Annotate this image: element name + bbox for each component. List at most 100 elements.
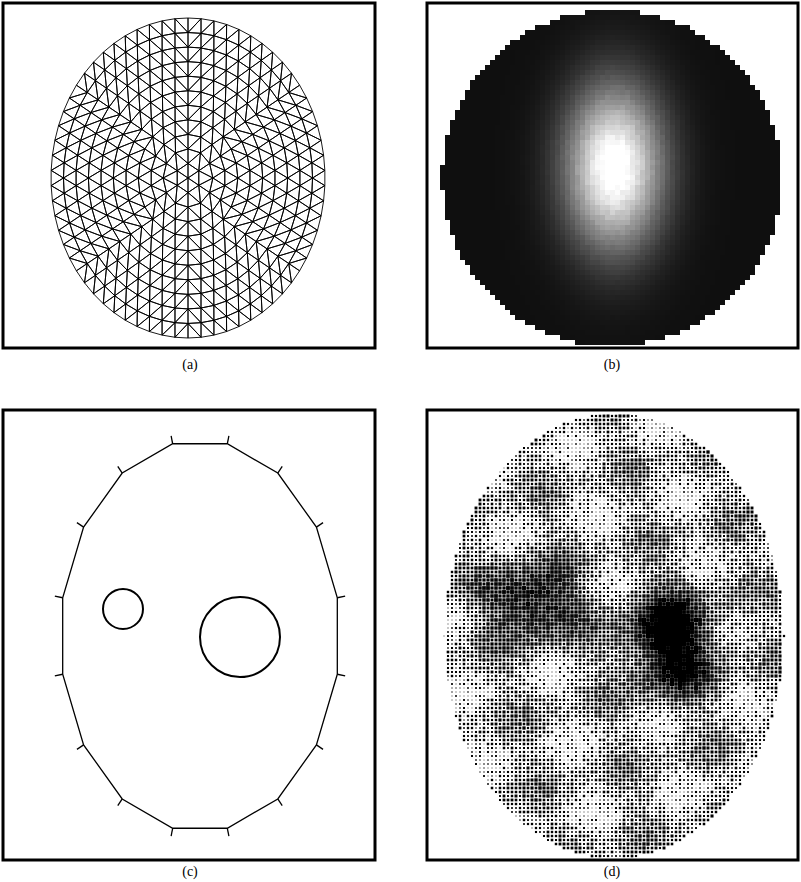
image-pixel (620, 25, 625, 30)
mesh-element (150, 70, 162, 86)
image-pixel (710, 120, 715, 125)
image-pixel (655, 35, 660, 40)
image-pixel (740, 85, 745, 90)
image-pixel (555, 120, 560, 125)
image-pixel (525, 30, 530, 35)
image-pixel (560, 85, 565, 90)
image-pixel (515, 110, 520, 115)
image-pixel (715, 55, 720, 60)
mesh-element (150, 86, 162, 102)
mesh-element (247, 241, 258, 260)
mesh-element (298, 186, 311, 201)
image-pixel (565, 100, 570, 105)
image-pixel (645, 70, 650, 75)
image-pixel (665, 125, 670, 130)
image-pixel (600, 20, 605, 25)
image-pixel (500, 75, 505, 80)
image-pixel (750, 105, 755, 110)
image-pixel (625, 135, 630, 140)
image-pixel (710, 75, 715, 80)
image-pixel (715, 130, 720, 135)
image-pixel (655, 50, 660, 55)
mesh-element (284, 193, 298, 208)
image-pixel (735, 110, 740, 115)
image-pixel (680, 85, 685, 90)
mesh-element (162, 77, 175, 92)
image-pixel (660, 50, 665, 55)
image-pixel (580, 135, 585, 140)
image-pixel (605, 115, 610, 120)
mesh-element (125, 29, 137, 45)
mesh-element (291, 216, 307, 230)
image-pixel (600, 110, 605, 115)
mesh-element (225, 94, 237, 111)
image-pixel (665, 25, 670, 30)
image-pixel (765, 115, 770, 120)
image-pixel (715, 80, 720, 85)
image-pixel (550, 60, 555, 65)
image-pixel (585, 65, 590, 70)
image-pixel (665, 105, 670, 110)
image-pixel (680, 130, 685, 135)
image-pixel (500, 135, 505, 140)
mesh-element (214, 21, 227, 36)
mesh-element (114, 43, 126, 60)
image-pixel (600, 15, 605, 20)
image-pixel (550, 110, 555, 115)
mesh-element (114, 193, 128, 208)
mesh-element (116, 270, 127, 287)
image-pixel (585, 60, 590, 65)
image-pixel (725, 95, 730, 100)
image-pixel (615, 70, 620, 75)
image-pixel (465, 105, 470, 110)
mesh-element (238, 52, 250, 69)
mesh-element (81, 133, 96, 147)
image-pixel (705, 70, 710, 75)
mesh-element (212, 128, 223, 145)
image-pixel (475, 120, 480, 125)
image-pixel (600, 25, 605, 30)
image-pixel (525, 110, 530, 115)
image-pixel (620, 35, 625, 40)
image-pixel (675, 75, 680, 80)
image-pixel (610, 85, 615, 90)
mesh-element (175, 76, 188, 91)
image-pixel (580, 115, 585, 120)
mesh-element (113, 170, 126, 185)
image-pixel (565, 15, 570, 20)
image-pixel (655, 125, 660, 130)
image-pixel (615, 130, 620, 135)
image-pixel (485, 125, 490, 130)
image-pixel (505, 110, 510, 115)
mesh-element (238, 45, 250, 61)
image-pixel (560, 110, 565, 115)
image-pixel (515, 95, 520, 100)
image-pixel (665, 55, 670, 60)
mesh-element (139, 86, 151, 102)
image-pixel (645, 45, 650, 50)
mesh-element (289, 85, 307, 98)
image-pixel (575, 80, 580, 85)
mesh-element (126, 163, 140, 178)
image-pixel (555, 100, 560, 105)
image-pixel (605, 85, 610, 90)
image-pixel (720, 75, 725, 80)
image-pixel (480, 90, 485, 95)
image-pixel (730, 65, 735, 70)
mesh-element (225, 237, 236, 254)
image-pixel (585, 80, 590, 85)
image-pixel (450, 135, 455, 140)
mesh-element (126, 270, 138, 287)
image-pixel (530, 125, 535, 130)
mesh-element (271, 286, 282, 304)
image-pixel (635, 90, 640, 95)
image-pixel (695, 110, 700, 115)
image-pixel (580, 80, 585, 85)
image-pixel (590, 40, 595, 45)
image-pixel (565, 20, 570, 25)
image-pixel (585, 40, 590, 45)
mesh-element (223, 137, 242, 149)
mesh-element (226, 279, 238, 295)
mesh-element (138, 163, 151, 178)
mesh-element (225, 245, 237, 262)
